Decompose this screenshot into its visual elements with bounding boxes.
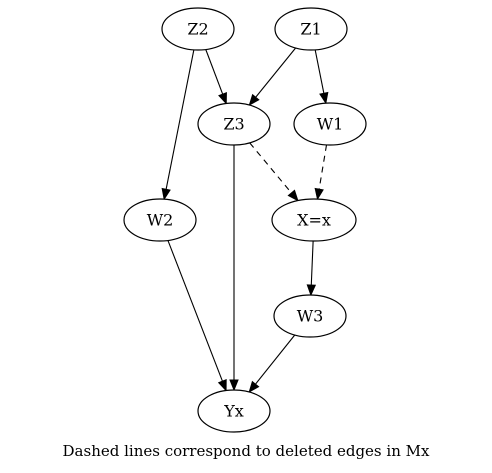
- edge-z3-to-yx: [229, 145, 239, 392]
- edges-layer: [161, 47, 329, 394]
- edge-w1-to-x: [314, 144, 328, 201]
- edge-z2-to-w2: [161, 49, 195, 201]
- node-z3: Z3: [197, 102, 271, 146]
- edge-line: [314, 49, 325, 94]
- arrowhead: [248, 93, 260, 107]
- node-label: W3: [297, 307, 324, 326]
- arrowhead: [161, 187, 171, 201]
- edge-x-to-w3: [306, 240, 317, 297]
- edge-line: [255, 334, 296, 385]
- edge-z3-to-x: [249, 142, 299, 202]
- edge-line: [167, 240, 223, 382]
- arrowhead: [218, 91, 227, 105]
- edge-w3-to-yx: [248, 334, 296, 394]
- edge-line: [249, 142, 292, 194]
- node-shape: [274, 7, 348, 51]
- node-x: X=x: [271, 198, 357, 242]
- arrowhead: [319, 91, 329, 105]
- arrowhead: [287, 189, 299, 202]
- node-label: Z2: [187, 20, 208, 39]
- node-label: W2: [147, 211, 174, 230]
- node-w2: W2: [123, 198, 197, 242]
- edge-line: [205, 49, 224, 95]
- node-shape: [293, 102, 367, 146]
- node-label: X=x: [297, 211, 331, 230]
- arrowhead: [229, 379, 239, 392]
- edge-line: [255, 47, 297, 98]
- edge-z1-to-z3: [248, 47, 297, 107]
- node-shape: [161, 7, 235, 51]
- node-z1: Z1: [274, 7, 348, 51]
- node-shape: [273, 294, 347, 338]
- arrowhead: [314, 187, 324, 201]
- node-shape: [123, 198, 197, 242]
- arrowhead: [248, 380, 260, 394]
- node-label: Z3: [223, 115, 244, 134]
- node-shape: [197, 102, 271, 146]
- node-z2: Z2: [161, 7, 235, 51]
- edge-line: [310, 240, 314, 286]
- node-w1: W1: [293, 102, 367, 146]
- arrowhead: [217, 379, 227, 392]
- node-yx: Yx: [197, 389, 271, 433]
- edge-w2-to-yx: [167, 240, 227, 392]
- node-shape: [271, 198, 357, 242]
- node-w3: W3: [273, 294, 347, 338]
- edge-line: [318, 144, 328, 190]
- edge-z2-to-z3: [205, 49, 227, 105]
- edge-line: [165, 49, 195, 190]
- edge-z1-to-w1: [314, 49, 329, 105]
- node-label: Z1: [300, 20, 321, 39]
- node-label: W1: [317, 115, 344, 134]
- diagram-caption: Dashed lines correspond to deleted edges…: [63, 442, 430, 460]
- arrowhead: [306, 284, 317, 297]
- node-label: Yx: [223, 402, 244, 421]
- node-shape: [197, 389, 271, 433]
